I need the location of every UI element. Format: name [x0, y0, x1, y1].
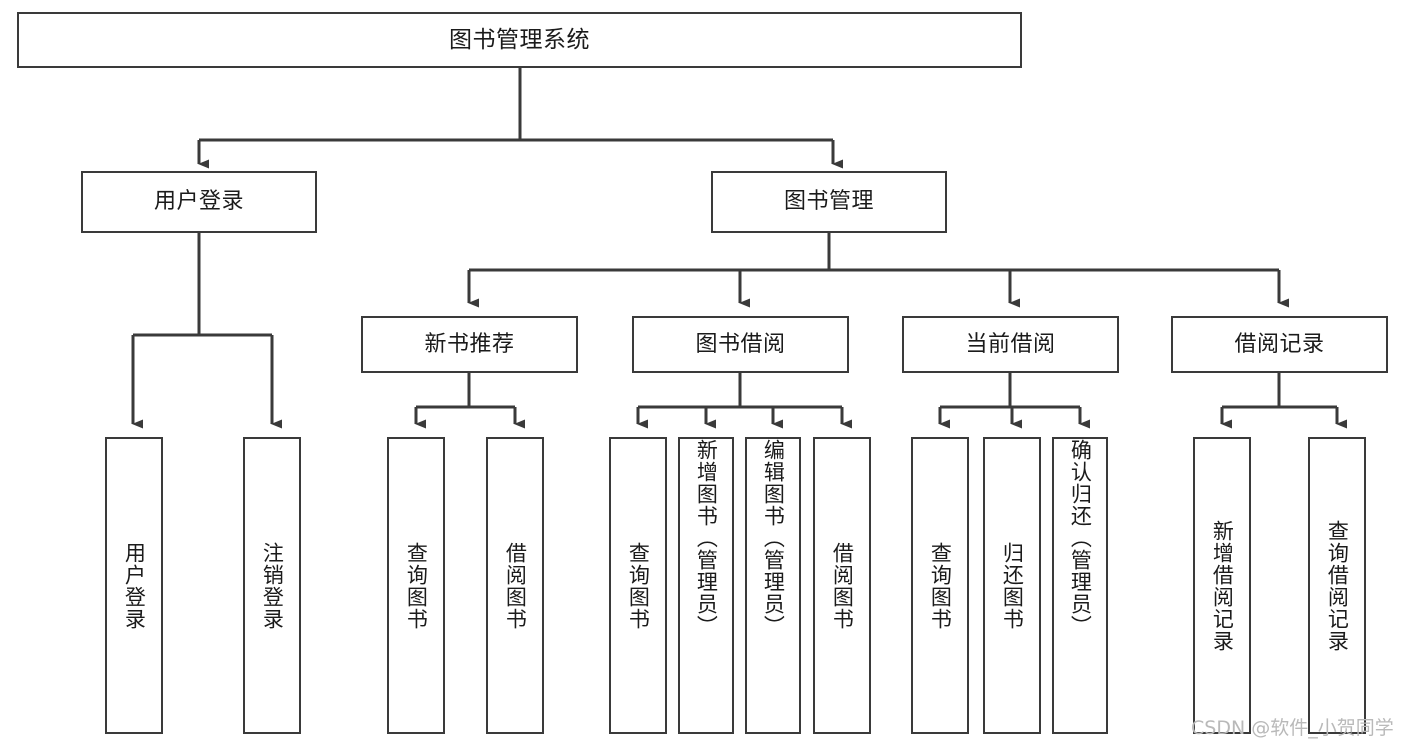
node-borrow-record[interactable]: 借阅记录 — [1171, 316, 1388, 373]
node-book-borrow[interactable]: 图书借阅 — [632, 316, 849, 373]
csdn-watermark: CSDN @软件_小贺同学 — [1191, 717, 1394, 739]
node-leaf-query-book-2-label: 查询图书 — [626, 541, 651, 630]
node-leaf-query-book-1-label: 查询图书 — [404, 541, 429, 630]
node-leaf-add-book[interactable]: 新增图书（管理员） — [678, 437, 734, 734]
node-leaf-edit-book[interactable]: 编辑图书（管理员） — [745, 437, 801, 734]
node-current-borrow[interactable]: 当前借阅 — [902, 316, 1119, 373]
node-book-manage[interactable]: 图书管理 — [711, 171, 947, 233]
node-new-book-rec-label: 新书推荐 — [424, 331, 515, 357]
node-leaf-user-login[interactable]: 用户登录 — [105, 437, 163, 734]
node-leaf-return-book-label: 归还图书 — [1000, 541, 1025, 630]
node-leaf-add-record[interactable]: 新增借阅记录 — [1193, 437, 1251, 734]
node-leaf-logout[interactable]: 注销登录 — [243, 437, 301, 734]
node-current-borrow-label: 当前借阅 — [965, 331, 1056, 357]
node-book-manage-label: 图书管理 — [783, 189, 874, 215]
node-leaf-user-login-label: 用户登录 — [122, 541, 147, 630]
node-user-login-label: 用户登录 — [153, 189, 244, 215]
node-leaf-add-record-label: 新增借阅记录 — [1210, 519, 1235, 652]
node-leaf-borrow-book-2[interactable]: 借阅图书 — [813, 437, 871, 734]
node-leaf-logout-label: 注销登录 — [260, 541, 285, 630]
node-borrow-record-label: 借阅记录 — [1234, 331, 1325, 357]
node-book-borrow-label: 图书借阅 — [695, 331, 786, 357]
node-user-login[interactable]: 用户登录 — [81, 171, 317, 233]
node-leaf-borrow-book-2-label: 借阅图书 — [830, 541, 855, 630]
node-leaf-query-book-3-label: 查询图书 — [928, 541, 953, 630]
node-leaf-add-book-label: 新增图书（管理员） — [694, 439, 719, 637]
node-leaf-query-book-1[interactable]: 查询图书 — [387, 437, 445, 734]
node-leaf-borrow-book-1[interactable]: 借阅图书 — [486, 437, 544, 734]
node-leaf-confirm-return[interactable]: 确认归还（管理员） — [1052, 437, 1108, 734]
node-leaf-edit-book-label: 编辑图书（管理员） — [761, 439, 786, 637]
node-leaf-confirm-return-label: 确认归还（管理员） — [1068, 439, 1093, 637]
node-root[interactable]: 图书管理系统 — [17, 12, 1022, 68]
node-leaf-query-record-label: 查询借阅记录 — [1325, 519, 1350, 652]
node-leaf-borrow-book-1-label: 借阅图书 — [503, 541, 528, 630]
node-leaf-return-book[interactable]: 归还图书 — [983, 437, 1041, 734]
node-root-label: 图书管理系统 — [449, 26, 590, 53]
node-new-book-rec[interactable]: 新书推荐 — [361, 316, 578, 373]
node-leaf-query-record[interactable]: 查询借阅记录 — [1308, 437, 1366, 734]
node-leaf-query-book-2[interactable]: 查询图书 — [609, 437, 667, 734]
node-leaf-query-book-3[interactable]: 查询图书 — [911, 437, 969, 734]
